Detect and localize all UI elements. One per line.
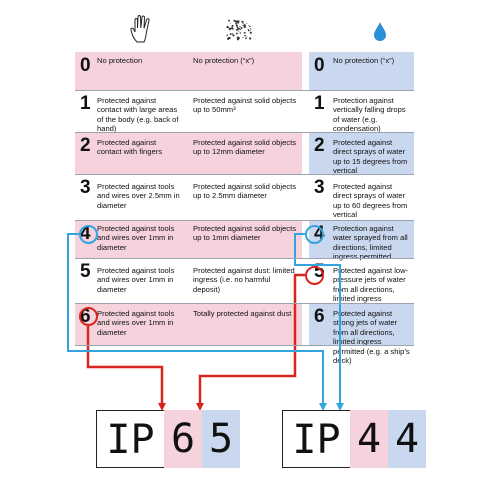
solids-cell: 3 Protected against tools and wires over … bbox=[75, 174, 185, 220]
highlight-solid-6 bbox=[79, 307, 98, 326]
row-divider bbox=[75, 132, 414, 133]
ip-code-44: IP 4 4 bbox=[282, 410, 426, 468]
ip-prefix: IP bbox=[282, 410, 350, 468]
solids-description: Protected against contact with fingers bbox=[97, 138, 162, 157]
dust-description: Protected against dust: limited ingress … bbox=[193, 266, 295, 294]
solids-number: 1 bbox=[80, 93, 91, 114]
water-description: Protection against vertically falling dr… bbox=[333, 96, 406, 134]
water-number: 2 bbox=[314, 135, 325, 156]
solids-number: 3 bbox=[80, 177, 91, 198]
water-number: 1 bbox=[314, 93, 325, 114]
table-row: 1 Protected against contact with large ar… bbox=[75, 90, 414, 134]
solids-description: Protected against contact with large are… bbox=[97, 96, 179, 134]
solids-cell: 1 Protected against contact with large ar… bbox=[75, 90, 185, 134]
water-description: Protection against water sprayed from al… bbox=[333, 224, 408, 262]
water-number: 3 bbox=[314, 177, 325, 198]
water-description: No protection (“x”) bbox=[333, 56, 395, 65]
water-number: 0 bbox=[314, 55, 325, 76]
arrow-water-4-to-ip44 bbox=[294, 233, 344, 411]
solids-description: No protection bbox=[97, 56, 143, 65]
water-cell: 6 Protected against strong jets of water … bbox=[309, 303, 414, 365]
water-cell: 3 Protected against direct sprays of wate… bbox=[309, 174, 414, 220]
row-divider bbox=[75, 90, 414, 91]
dust-cell: Totally protected against dust bbox=[185, 303, 302, 345]
ip-second-digit: 5 bbox=[202, 410, 240, 468]
table-row: 0 No protection No protection (“x”) 0 No pro… bbox=[75, 52, 414, 90]
ip-first-digit: 6 bbox=[164, 410, 202, 468]
highlight-water-5 bbox=[305, 266, 324, 285]
water-cell: 1 Protection against vertically falling d… bbox=[309, 90, 414, 134]
water-description: Protected against strong jets of water f… bbox=[333, 309, 410, 366]
table-row: 2 Protected against contact with fingers P… bbox=[75, 132, 414, 176]
dust-icon bbox=[226, 19, 252, 41]
dust-description: Protected against solid objects up to 2.… bbox=[193, 182, 296, 201]
dust-cell: Protected against solid objects up to 12… bbox=[185, 132, 302, 174]
solids-cell: 2 Protected against contact with fingers bbox=[75, 132, 185, 174]
row-divider bbox=[75, 258, 414, 259]
solids-cell: 0 No protection bbox=[75, 52, 185, 90]
dust-cell: Protected against solid objects up to 1m… bbox=[185, 220, 302, 258]
solids-number: 2 bbox=[80, 135, 91, 156]
highlight-water-4 bbox=[305, 225, 324, 244]
dust-description: Protected against solid objects up to 12… bbox=[193, 138, 296, 157]
solids-description: Protected against tools and wires over 1… bbox=[97, 266, 175, 294]
ip-second-digit: 4 bbox=[388, 410, 426, 468]
arrow-solid-6-to-ip65 bbox=[86, 326, 166, 411]
arrow-solid-4-to-ip44 bbox=[67, 233, 327, 411]
solids-number: 0 bbox=[80, 55, 91, 76]
water-number: 6 bbox=[314, 306, 325, 327]
ip-prefix: IP bbox=[96, 410, 164, 468]
water-cell: 2 Protected against direct sprays of wate… bbox=[309, 132, 414, 176]
dust-cell: Protected against solid objects up to 50… bbox=[185, 90, 302, 132]
arrow-water-5-to-ip65 bbox=[196, 273, 305, 411]
solids-description: Protected against tools and wires over 2… bbox=[97, 182, 180, 210]
dust-description: Protected against solid objects up to 1m… bbox=[193, 224, 296, 243]
dust-description: Totally protected against dust bbox=[193, 309, 292, 318]
dust-description: No protection (“x”) bbox=[193, 56, 255, 65]
dust-cell: Protected against solid objects up to 2.… bbox=[185, 174, 302, 220]
solids-cell: 5 Protected against tools and wires over … bbox=[75, 258, 185, 303]
ip-code-65: IP 6 5 bbox=[96, 410, 240, 468]
dust-cell: Protected against dust: limited ingress … bbox=[185, 258, 302, 303]
water-drop-icon bbox=[374, 22, 386, 41]
row-divider bbox=[75, 303, 414, 304]
dust-cell: No protection (“x”) bbox=[185, 52, 302, 90]
solids-description: Protected against tools and wires over 1… bbox=[97, 309, 175, 337]
table-row: 3 Protected against tools and wires over … bbox=[75, 174, 414, 220]
row-divider bbox=[75, 345, 414, 346]
row-divider bbox=[75, 220, 414, 221]
dust-description: Protected against solid objects up to 50… bbox=[193, 96, 296, 115]
highlight-solid-4 bbox=[79, 225, 98, 244]
ip-rating-table: 0 No protection No protection (“x”) 0 No pro… bbox=[75, 52, 414, 365]
hand-icon bbox=[130, 15, 150, 43]
water-description: Protected against direct sprays of water… bbox=[333, 182, 408, 220]
solids-number: 5 bbox=[80, 261, 91, 282]
solids-description: Protected against tools and wires over 1… bbox=[97, 224, 175, 252]
row-divider bbox=[75, 174, 414, 175]
water-cell: 0 No protection (“x”) bbox=[309, 52, 414, 90]
ip-first-digit: 4 bbox=[350, 410, 388, 468]
water-description: Protected against direct sprays of water… bbox=[333, 138, 408, 176]
